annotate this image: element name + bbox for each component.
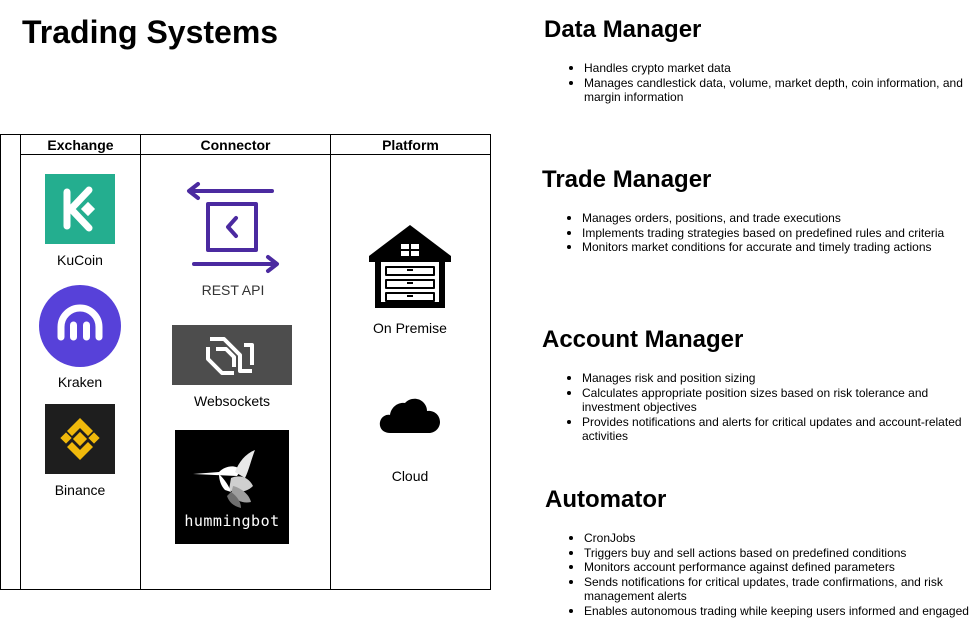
binance-label: Binance bbox=[54, 482, 106, 498]
column-divider bbox=[140, 135, 141, 589]
trade-manager-list: Manages orders, positions, and trade exe… bbox=[564, 211, 974, 255]
automator-title: Automator bbox=[545, 486, 667, 513]
list-item: Implements trading strategies based on p… bbox=[564, 226, 974, 241]
list-item: Manages risk and position sizing bbox=[564, 371, 969, 386]
kucoin-label: KuCoin bbox=[57, 252, 103, 268]
list-item: Enables autonomous trading while keeping… bbox=[566, 604, 971, 619]
websockets-label: Websockets bbox=[194, 393, 270, 409]
data-manager-title: Data Manager bbox=[544, 16, 702, 43]
header-divider bbox=[20, 154, 490, 155]
on-premise-label: On Premise bbox=[373, 320, 447, 336]
header-exchange: Exchange bbox=[47, 137, 114, 153]
hummingbot-label: hummingbot bbox=[184, 512, 280, 530]
data-manager-list: Handles crypto market data Manages candl… bbox=[566, 61, 971, 105]
list-item: Triggers buy and sell actions based on p… bbox=[566, 546, 971, 561]
list-item: Calculates appropriate position sizes ba… bbox=[564, 386, 969, 415]
hummingbot-logo: hummingbot bbox=[175, 430, 289, 544]
binance-logo bbox=[45, 404, 115, 474]
kraken-label: Kraken bbox=[57, 374, 103, 390]
list-item: Manages orders, positions, and trade exe… bbox=[564, 211, 974, 226]
list-item: Handles crypto market data bbox=[566, 61, 971, 76]
list-item: Sends notifications for critical updates… bbox=[566, 575, 971, 604]
warehouse-icon bbox=[367, 222, 453, 308]
list-item: CronJobs bbox=[566, 531, 971, 546]
rest-api-label: REST API bbox=[201, 282, 265, 298]
cloud-icon bbox=[378, 396, 442, 434]
page-title: Trading Systems bbox=[22, 14, 279, 50]
cloud-label: Cloud bbox=[391, 468, 429, 484]
column-divider bbox=[330, 135, 331, 589]
systems-table: Exchange Connector Platform bbox=[0, 134, 491, 590]
list-item: Monitors account performance against def… bbox=[566, 560, 971, 575]
rest-api-icon bbox=[184, 180, 282, 274]
trade-manager-title: Trade Manager bbox=[542, 166, 712, 193]
account-manager-title: Account Manager bbox=[542, 326, 744, 353]
header-connector: Connector bbox=[200, 137, 271, 153]
account-manager-list: Manages risk and position sizing Calcula… bbox=[564, 371, 969, 444]
automator-list: CronJobs Triggers buy and sell actions b… bbox=[566, 531, 971, 618]
header-platform: Platform bbox=[382, 137, 439, 153]
list-item: Monitors market conditions for accurate … bbox=[564, 240, 974, 255]
column-divider bbox=[20, 135, 21, 589]
list-item: Manages candlestick data, volume, market… bbox=[566, 76, 971, 105]
kraken-logo bbox=[39, 285, 121, 367]
kucoin-logo bbox=[45, 174, 115, 244]
websockets-icon bbox=[172, 325, 292, 385]
list-item: Provides notifications and alerts for cr… bbox=[564, 415, 969, 444]
